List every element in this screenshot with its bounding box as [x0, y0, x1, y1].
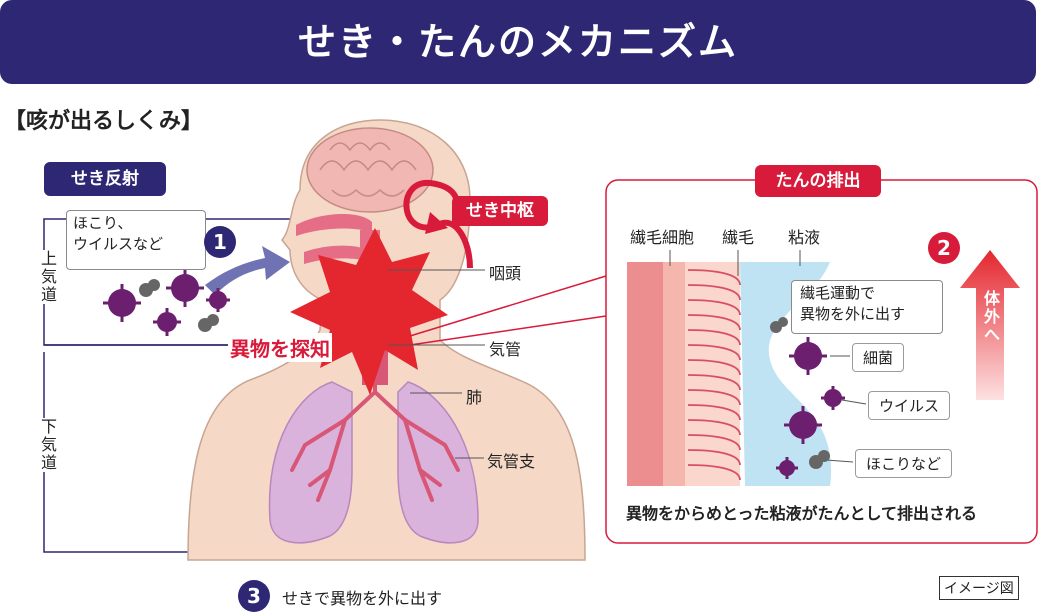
lower-airway-label: 下気道 [35, 418, 59, 472]
foreign-matter-callout: ほこり、 ウイルスなど [66, 210, 206, 270]
inhale-arrow [205, 246, 290, 295]
cilia-label: 繊毛 [722, 228, 755, 247]
pharynx-label: 咽頭 [489, 264, 522, 283]
cilia-layer [685, 262, 740, 486]
leader-lines [388, 269, 485, 459]
outward-arrow [960, 250, 1020, 400]
cough-center-arrow-head [425, 212, 448, 234]
panel-leaders [669, 250, 867, 463]
step-3-badge: 3 [238, 580, 270, 612]
step-3-text: せきで異物を外に出す [282, 589, 443, 608]
cough-reflex-tag: せき反射 [44, 162, 166, 196]
upper-airway-label: 上気道 [35, 250, 59, 304]
cilia-motion-callout: 繊毛運動で 異物を外に出す [791, 280, 943, 334]
bronchi-label: 気管支 [487, 452, 536, 471]
cell-layer [627, 262, 663, 486]
title-bar [0, 0, 1036, 84]
detect-foreign-label: 異物を探知 [228, 333, 332, 362]
bacteria-label: 細菌 [852, 343, 905, 372]
panel-caption: 異物をからめとった粘液がたんとして排出される [626, 504, 978, 523]
page-title: せき・たんのメカニズム [297, 20, 738, 64]
cilia [687, 269, 741, 481]
callout-line1: ほこり、 [73, 214, 133, 232]
motion-line2: 異物を外に出す [800, 305, 906, 323]
virus-spikes-right [776, 337, 845, 479]
brain [306, 127, 434, 213]
motion-line1: 繊毛運動で [800, 284, 876, 302]
cell-layer-inner [663, 262, 685, 486]
cough-center-tag: せき中枢 [452, 196, 548, 226]
lungs [268, 381, 479, 544]
step-2-badge: 2 [928, 232, 960, 264]
lungs-label: 肺 [466, 388, 483, 407]
callout-line2: ウイルスなど [73, 235, 164, 253]
trachea-label: 気管 [489, 340, 522, 359]
ciliated-cell-label: 繊毛細胞 [630, 228, 695, 247]
bronchi-tree [290, 378, 460, 502]
dust-label: ほこりなど [855, 449, 953, 478]
step-1-badge: 1 [204, 226, 236, 258]
zoom-lines [409, 275, 607, 346]
outward-label: 体外へ [981, 290, 1000, 344]
mucus-label: 粘液 [788, 228, 821, 247]
dust-left [139, 279, 219, 332]
sputum-discharge-tag: たんの排出 [755, 165, 881, 197]
dust-right [770, 317, 830, 469]
virus-spikes-left [103, 269, 230, 336]
section-heading: 【咳が出るしくみ】 [4, 109, 203, 134]
image-note: イメージ図 [939, 576, 1019, 600]
virus-label: ウイルス [868, 391, 951, 420]
